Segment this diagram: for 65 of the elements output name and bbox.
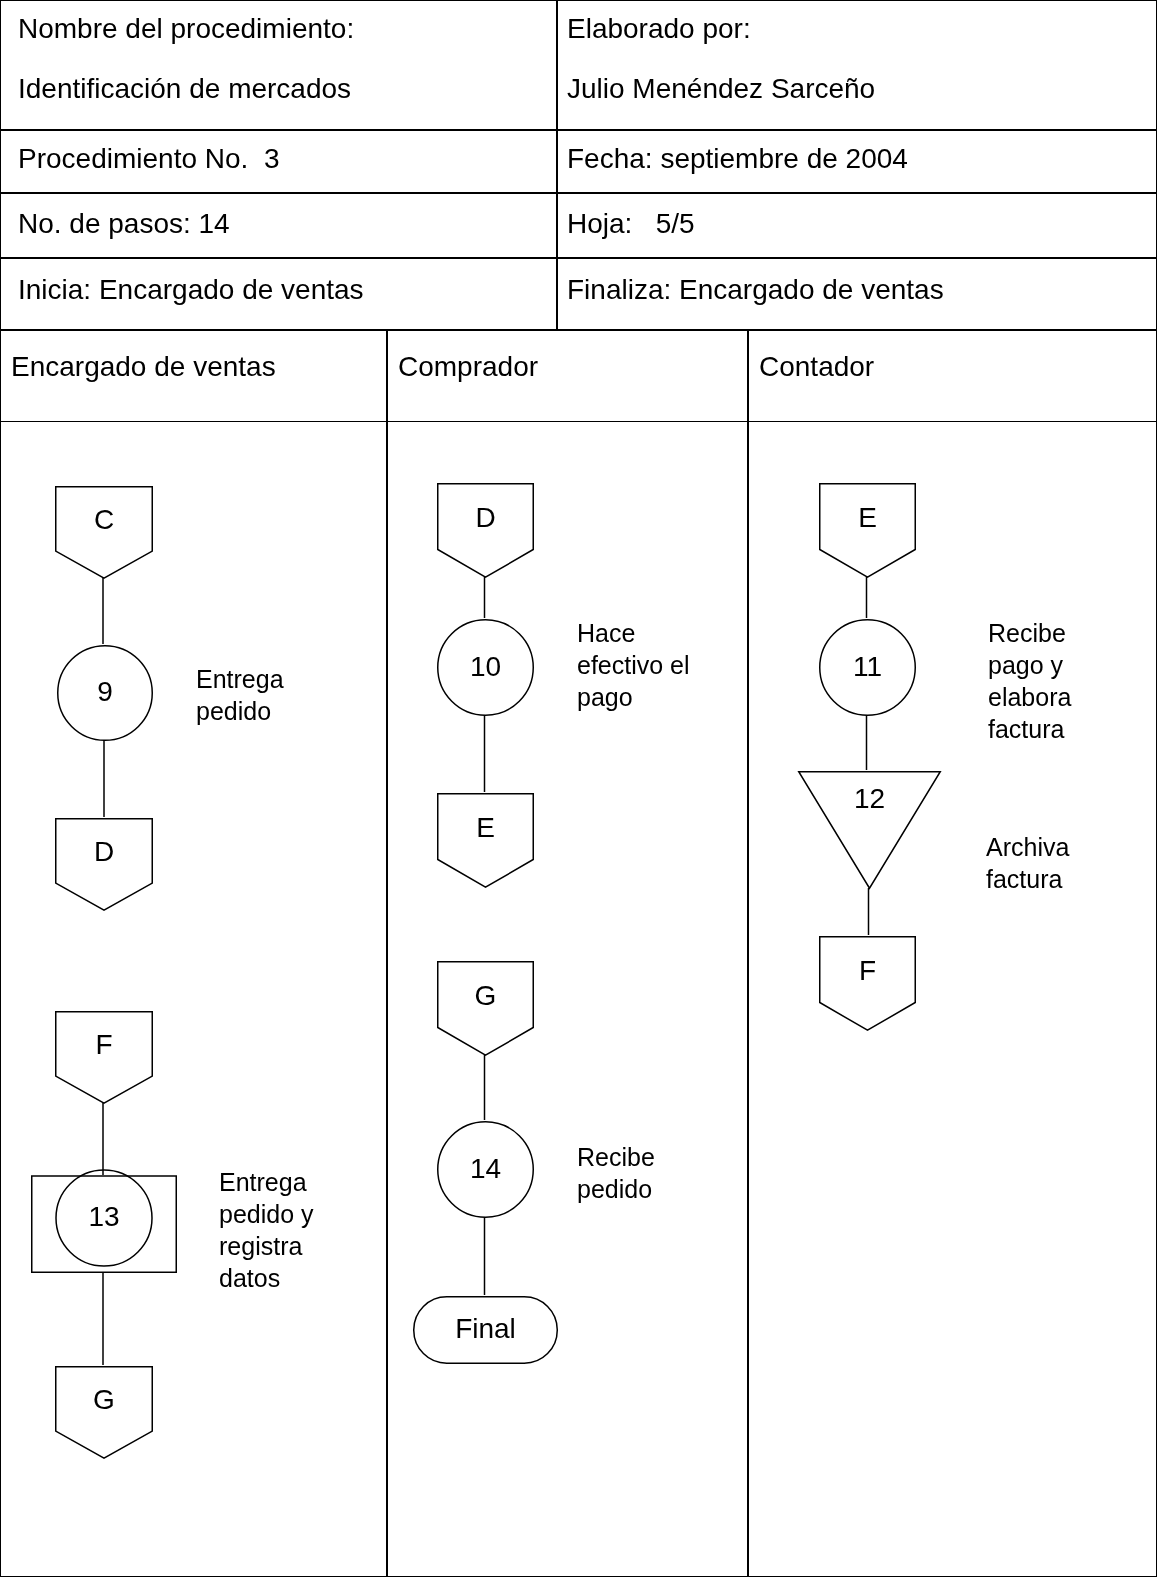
table-cell-text: Fecha: septiembre de 2004 (567, 142, 908, 176)
connector-line (865, 576, 868, 619)
off-page-connector (55, 486, 153, 579)
off-page-connector (819, 936, 916, 1031)
node-label: G (92, 1384, 116, 1417)
table-cell-text: Julio Menéndez Sarceño (567, 72, 876, 106)
off-page-connector (437, 483, 534, 578)
step-description: Entrega pedido y registra datos (219, 1167, 315, 1294)
connector-line (483, 1054, 486, 1121)
node-label: Final (454, 1313, 517, 1345)
node-label: E (475, 812, 496, 845)
table-cell-text: Inicia: Encargado de ventas (18, 273, 364, 307)
connector-line (102, 1102, 104, 1176)
storage-triangle (798, 771, 941, 889)
off-page-connector (55, 818, 153, 911)
node-label: 11 (851, 650, 884, 683)
combined-operation-inspection (31, 1169, 177, 1273)
table-cell-text: Procedimiento No. 3 (18, 142, 280, 176)
node-label: F (94, 1029, 114, 1062)
swimlane (748, 330, 1157, 1577)
node-label: D (474, 502, 497, 535)
swimlane (387, 330, 748, 1577)
connector-line (103, 739, 105, 818)
off-page-connector (55, 1011, 153, 1104)
step-description: Hace efectivo el pago (577, 618, 691, 713)
lane-heading: Comprador (398, 351, 539, 383)
off-page-connector (55, 1366, 153, 1459)
off-page-connector (819, 483, 916, 578)
table-cell-text: Finaliza: Encargado de ventas (567, 273, 944, 307)
lane-heading: Contador (759, 351, 875, 383)
table-cell-text: No. de pasos: 14 (18, 207, 230, 241)
off-page-connector (437, 961, 534, 1056)
node-label: E (857, 502, 878, 535)
node-label: 9 (96, 676, 114, 708)
node-label: 13 (87, 1201, 121, 1233)
table-cell-text: Elaborado por: (567, 12, 751, 46)
table-cell-text: Hoja: 5/5 (567, 207, 695, 241)
connector-line (102, 1271, 104, 1366)
node-label: 14 (468, 1152, 503, 1185)
node-label: F (857, 955, 878, 988)
off-page-connector (437, 793, 534, 888)
node-label: C (92, 504, 116, 537)
operation-circle (57, 645, 153, 741)
node-label: G (473, 980, 498, 1013)
connector-line (865, 714, 868, 771)
step-description: Recibe pedido (577, 1142, 656, 1205)
connector-line (483, 576, 486, 619)
node-label: 12 (852, 783, 887, 815)
lane-heading: Encargado de ventas (11, 351, 276, 383)
step-description: Recibe pago y elabora factura (988, 618, 1073, 745)
step-description: Archiva factura (986, 832, 1071, 895)
node-label: 10 (468, 650, 503, 683)
connector-line (483, 714, 486, 793)
node-label: D (92, 836, 116, 869)
connector-line (867, 887, 870, 936)
operation-circle (819, 619, 916, 716)
operation-circle (437, 619, 534, 716)
table-cell-text: Nombre del procedimiento: (18, 12, 355, 46)
step-description: Entrega pedido (196, 664, 285, 727)
table-cell-text: Identificación de mercados (18, 72, 352, 106)
operation-circle (437, 1121, 534, 1218)
swimlane (0, 330, 387, 1577)
terminator (413, 1296, 558, 1364)
connector-line (483, 1216, 486, 1296)
connector-line (102, 577, 104, 645)
